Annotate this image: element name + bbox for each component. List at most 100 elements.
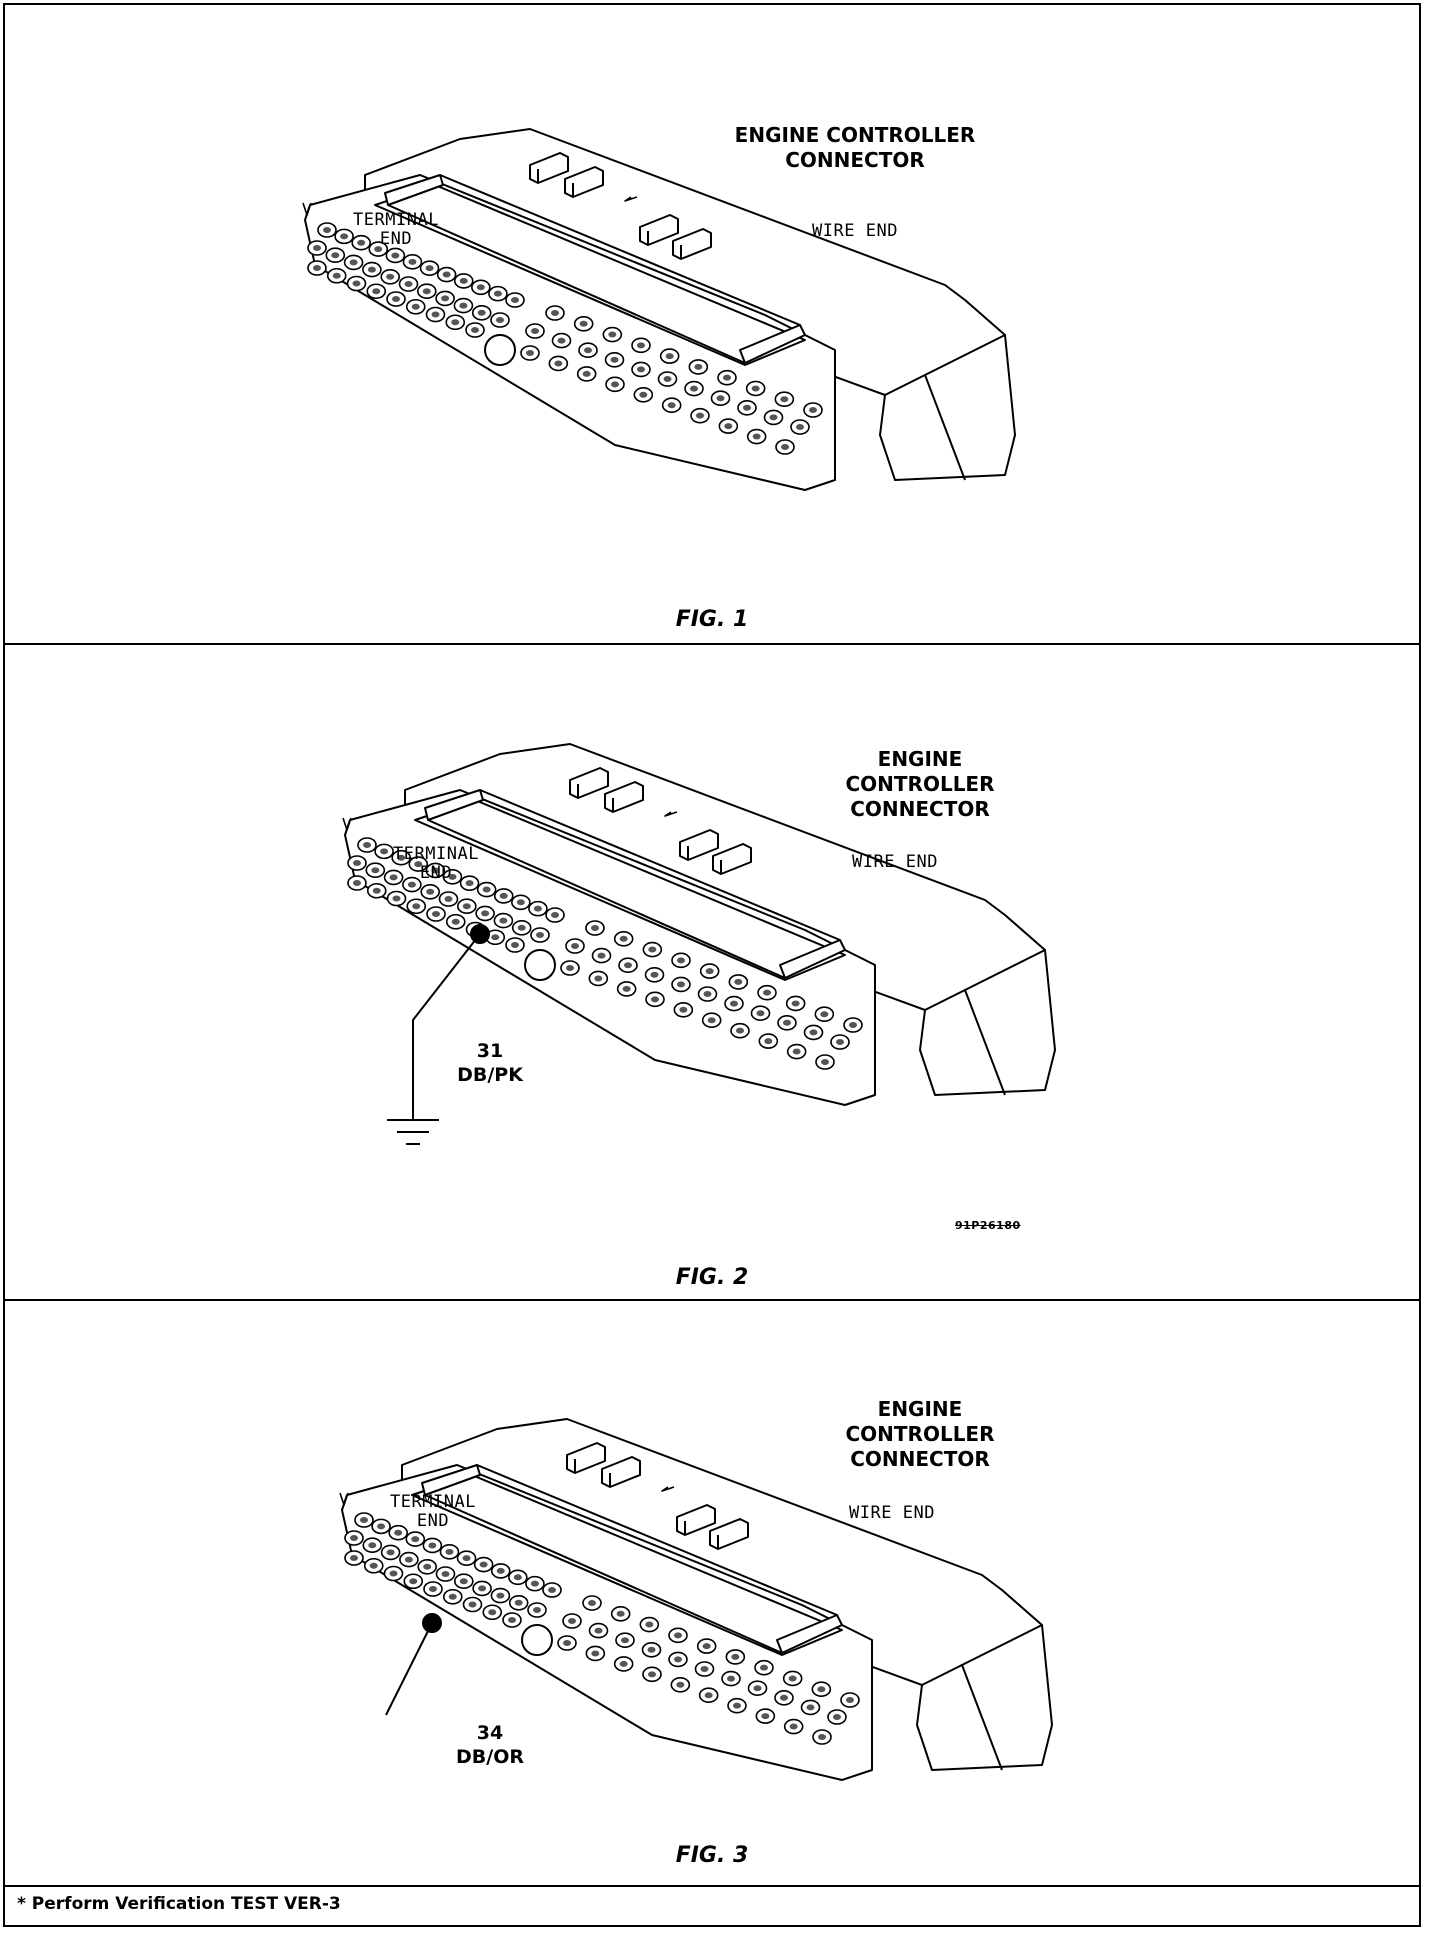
connector-pin-hole: [591, 1650, 600, 1657]
pin-callout-31: 31 DB/PK: [445, 1039, 535, 1087]
connector-pin-hole: [423, 1563, 432, 1570]
connector-pin-hole: [459, 1578, 468, 1585]
connector-pin-hole: [371, 867, 380, 874]
connector-pin-hole: [667, 402, 676, 409]
connector-pin-hole: [591, 925, 599, 931]
connector-pin-hole: [451, 918, 460, 925]
connector-pin-hole: [568, 1618, 576, 1624]
connector-pin-hole: [391, 252, 400, 259]
connector-pin-hole: [763, 989, 771, 996]
connector-pin-hole: [407, 881, 416, 888]
connector-pin-hole: [734, 978, 743, 985]
wire-end-label: WIRE END: [852, 852, 938, 872]
terminal-end-label: TERMINAL END: [378, 1493, 488, 1531]
connector-drawing-2: [342, 743, 1056, 1145]
terminal-end-label: TERMINAL END: [381, 845, 491, 883]
connector-pin-hole: [610, 356, 619, 363]
wire-end-arrow: [664, 811, 678, 817]
footer-note: * Perform Verification TEST VER-3: [5, 1885, 1419, 1925]
connector-pin-hole: [582, 370, 591, 377]
connector-pin-hole: [647, 1646, 656, 1653]
connector-pin-hole: [323, 227, 331, 233]
connector-pin-hole: [645, 1621, 654, 1628]
figure-3-title: ENGINE CONTROLLER CONNECTOR: [815, 1397, 1025, 1472]
connector-pin-hole: [705, 968, 714, 975]
connector-pin-hole: [471, 327, 479, 333]
footer-text: * Perform Verification TEST VER-3: [17, 1894, 341, 1914]
connector-pin-hole: [422, 288, 431, 295]
page-frame: ENGINE CONTROLLER CONNECTOR TERMINAL END…: [3, 3, 1421, 1927]
connector-pin-hole: [425, 265, 434, 272]
connector-pin-hole: [809, 1029, 818, 1036]
connector-pin-hole: [563, 1640, 571, 1646]
connector-pin-hole: [663, 376, 672, 382]
connector-pin-hole: [789, 1723, 798, 1730]
connector-pin-hole: [513, 1574, 522, 1581]
connector-pin-hole: [493, 290, 502, 297]
connector-pin-hole: [409, 1578, 418, 1585]
connector-pin-hole: [716, 395, 725, 402]
connector-pin-hole: [481, 910, 490, 917]
connector-pin-hole: [369, 1562, 378, 1569]
connector-latch: [712, 843, 752, 875]
connector-pin-hole: [806, 1704, 815, 1711]
connector-pin-hole: [820, 1011, 829, 1018]
connector-pin-hole: [733, 1702, 741, 1709]
connector-pin-hole: [517, 924, 526, 931]
title-line: CONTROLLER: [845, 1422, 995, 1446]
connector-pin-hole: [677, 981, 685, 988]
connector-pin-hole: [833, 1714, 841, 1720]
connector-pin-hole: [724, 423, 733, 430]
connector-pin-hole: [608, 331, 617, 338]
connector-pin-hole: [441, 1571, 450, 1577]
connector-key-hole: [484, 334, 516, 366]
connector-pin-hole: [700, 1666, 709, 1672]
wire-end-label: WIRE END: [849, 1503, 935, 1523]
connector-pin-hole: [363, 842, 371, 848]
connector-pin-hole: [846, 1697, 854, 1703]
connector-pin-hole: [377, 1523, 386, 1530]
connector-pin-hole: [514, 1599, 523, 1606]
connector-body: [339, 1418, 1053, 1781]
connector-pin-hole: [465, 880, 474, 887]
connector-latch: [639, 214, 679, 246]
wire-end-arrow: [661, 1486, 675, 1492]
connector-pin-hole: [639, 391, 648, 398]
connector-pin-hole: [496, 317, 504, 323]
pin-number: 34: [476, 1722, 504, 1744]
connector-pin-hole: [431, 311, 440, 318]
connector-pin-hole: [511, 297, 519, 303]
connector-pin-hole: [349, 259, 358, 266]
figure-2-title: ENGINE CONTROLLER CONNECTOR: [815, 747, 1025, 822]
connector-pin-hole: [792, 1048, 801, 1055]
connector-pin-hole: [736, 1027, 744, 1034]
connector-pin-hole: [836, 1039, 844, 1045]
connector-pin-hole: [448, 873, 457, 880]
connector-pin-hole: [352, 280, 361, 287]
connector-pin-hole: [386, 1549, 395, 1556]
connector-pin-hole: [821, 1059, 829, 1065]
wire-end-label: WIRE END: [812, 221, 898, 241]
pin-array: [307, 222, 823, 455]
wire-end-arrow: [624, 196, 638, 202]
connector-pin-hole: [703, 991, 712, 997]
connector-end-cap: [916, 1624, 1053, 1771]
connector-pin-hole: [389, 1570, 398, 1577]
connector-pin-hole: [392, 895, 401, 902]
connector-pin-hole: [621, 1637, 629, 1644]
connector-pin-hole: [796, 424, 804, 430]
connector-pin-hole: [818, 1734, 826, 1740]
connector-pin-hole: [817, 1686, 826, 1693]
terminal-end-arrow: [339, 1492, 349, 1506]
connector-pin-hole: [554, 360, 563, 367]
connector-pin-hole: [752, 433, 761, 440]
connector-pin-hole: [432, 911, 440, 917]
terminal-end-line: END: [416, 1511, 450, 1531]
connector-pin-hole: [462, 903, 471, 910]
title-line: ENGINE: [877, 1397, 963, 1421]
connector-pin-hole: [340, 233, 349, 240]
connector-pin-hole: [694, 363, 703, 370]
connector-pin-hole: [674, 1656, 682, 1663]
connector-pin-hole: [368, 1542, 377, 1549]
connector-pin-hole: [350, 1555, 358, 1561]
